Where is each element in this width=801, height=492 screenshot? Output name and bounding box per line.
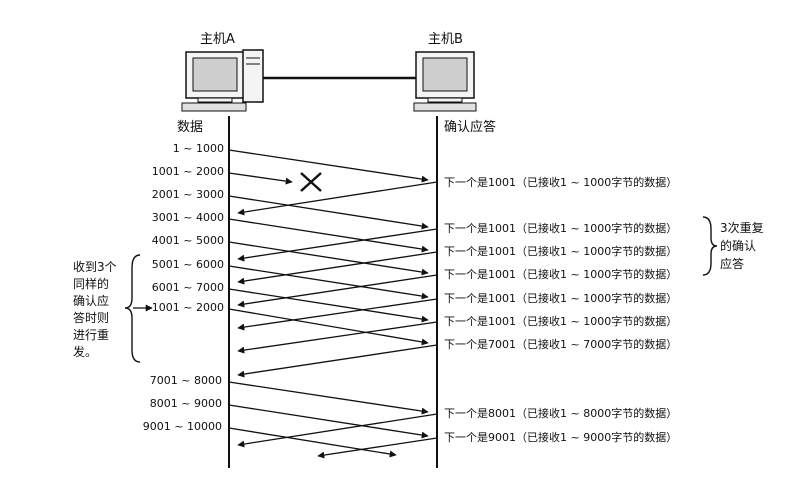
host-b-computer-icon [413,51,477,112]
ack-label-8: 下一个是8001（已接收1 ~ 8000字节的数据） [444,406,677,420]
segment-label-1: 1 ~ 1000 [173,142,224,155]
left-note-line-5: 进行重 [73,328,109,342]
ack-arrow-3 [237,251,438,285]
ack-arrow-4 [237,274,438,308]
ack-label-7: 下一个是7001（已接收1 ~ 7000字节的数据） [444,337,677,351]
left-note-line-3: 确认应 [73,293,109,308]
segment-arrow-4 [228,218,429,253]
segment-arrow-resend [228,308,429,346]
segment-arrow-7 [228,288,429,323]
right-note-line-3: 应答 [720,256,744,271]
ack-label-5: 下一个是1001（已接收1 ~ 1000字节的数据） [444,291,677,305]
data-header: 数据 [177,120,203,135]
ack-arrow-5 [237,298,438,331]
left-note-line-2: 同样的 [73,276,109,291]
ack-label-4: 下一个是1001（已接收1 ~ 1000字节的数据） [444,267,677,281]
segment-label-5: 4001 ~ 5000 [152,234,224,247]
segment-label-resend: 1001 ~ 2000 [152,301,224,314]
ack-label-3: 下一个是1001（已接收1 ~ 1000字节的数据） [444,244,677,258]
segment-label-9: 8001 ~ 9000 [150,397,222,410]
ack-label-6: 下一个是1001（已接收1 ~ 1000字节的数据） [444,314,677,328]
segment-label-7: 6001 ~ 7000 [152,281,224,294]
segment-label-4: 3001 ~ 4000 [152,211,224,224]
segment-arrow-6 [228,265,429,300]
segment-label-3: 2001 ~ 3000 [152,188,224,201]
ack-arrow-2 [237,228,438,262]
ack-arrow-9 [317,437,438,459]
right-brace [702,216,718,276]
host-b-label: 主机B [428,32,463,47]
segment-label-10: 9001 ~ 10000 [143,420,222,433]
left-brace [124,254,141,363]
ack-label-2: 下一个是1001（已接收1 ~ 1000字节的数据） [444,221,677,235]
segment-arrow-2-lost [228,172,293,185]
host-a-label: 主机A [200,32,235,47]
left-note-line-6: 发。 [73,344,97,359]
packet-lost-x-icon [300,172,322,192]
left-note-line-1: 收到3个 [73,260,117,274]
segment-arrow-5 [228,241,429,276]
segment-arrow-1 [228,149,429,183]
segment-label-2: 1001 ~ 2000 [152,165,224,178]
host-a-computer-icon [181,49,264,112]
segment-arrow-3 [228,195,429,230]
segment-label-8: 7001 ~ 8000 [150,374,222,387]
ack-arrow-6 [237,321,438,354]
segment-arrow-10 [228,427,397,458]
ack-arrow-8 [237,413,438,448]
left-note-line-4: 答时则 [73,310,109,325]
segment-arrow-9 [228,404,429,439]
segment-arrow-8 [228,381,429,415]
ack-label-9: 下一个是9001（已接收1 ~ 9000字节的数据） [444,430,677,444]
ack-arrow-7 [237,344,438,378]
ack-arrow-1 [237,181,438,216]
right-note-line-2: 的确认 [720,238,756,253]
right-note-line-1: 3次重复 [720,221,764,235]
ack-label-1: 下一个是1001（已接收1 ~ 1000字节的数据） [444,175,677,189]
ack-header: 确认应答 [444,119,496,135]
segment-label-6: 5001 ~ 6000 [152,258,224,271]
